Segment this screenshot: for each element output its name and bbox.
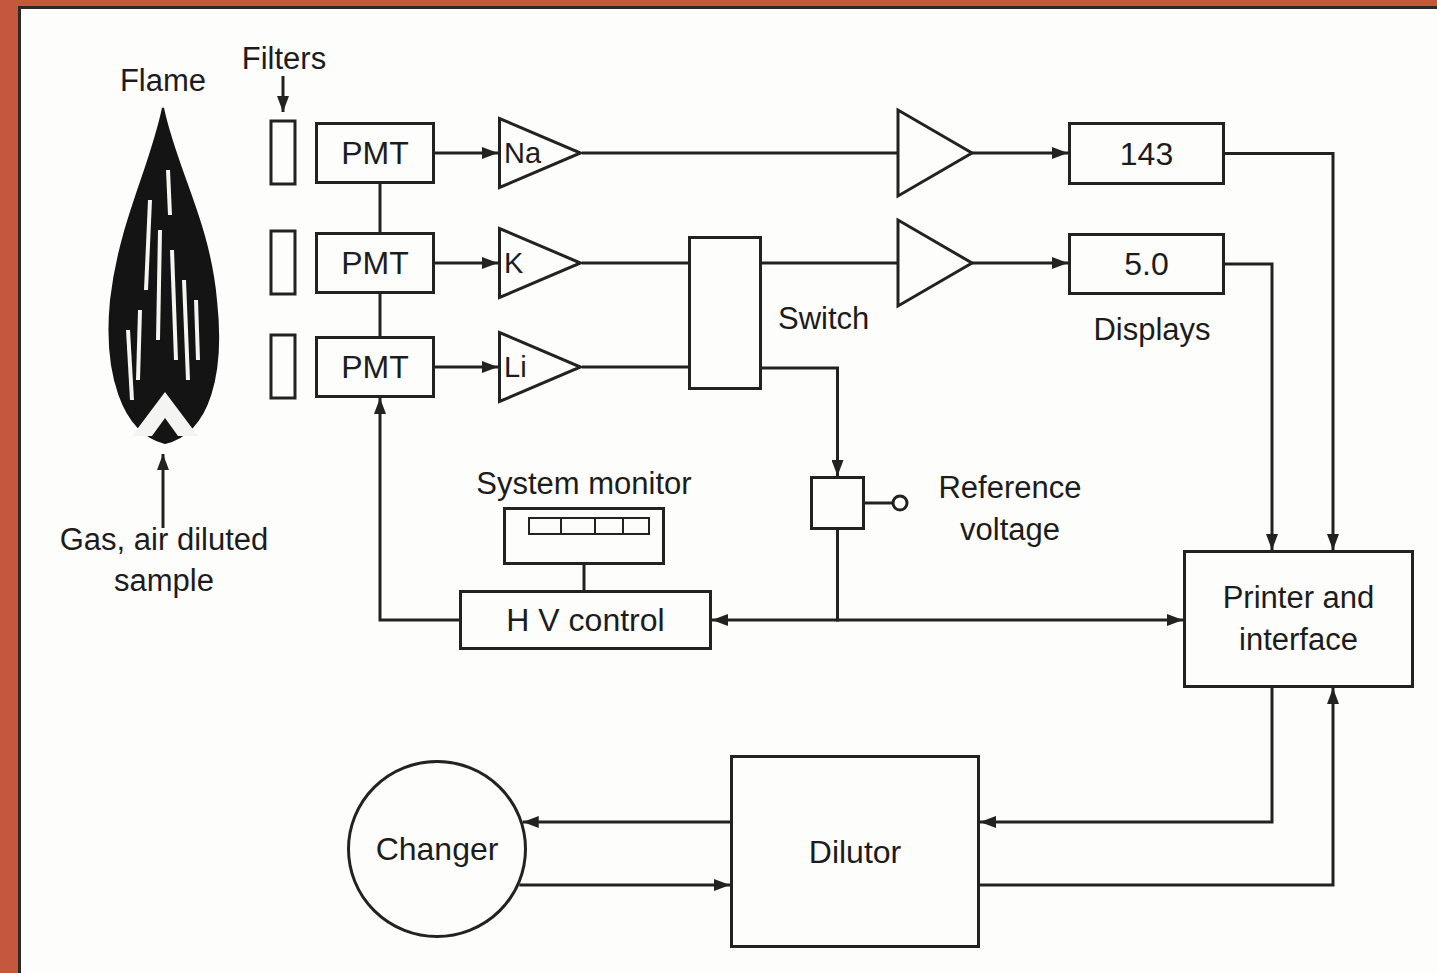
- signal-connector: [582, 366, 688, 369]
- display-box: 143: [1068, 122, 1225, 185]
- node-text: Switch: [778, 299, 869, 339]
- signal-connector: [379, 184, 382, 232]
- monitor-segment: [622, 519, 624, 533]
- node-text: System monitor: [474, 464, 694, 504]
- monitor-box: System monitor: [503, 507, 665, 565]
- detector-box: PMT: [315, 122, 435, 184]
- reference-terminal: [865, 496, 907, 510]
- amplifier-triangle: Na: [498, 117, 582, 189]
- reference-box: Reference voltage: [810, 476, 865, 530]
- signal-connector: [435, 152, 498, 155]
- node-text: Reference voltage: [921, 467, 1099, 551]
- dilutor-box: Dilutor: [730, 755, 980, 948]
- signal-connector: [980, 688, 1272, 822]
- signal-connector: [1225, 154, 1333, 551]
- signal-connector: [582, 152, 1068, 155]
- detector-box: PMT: [315, 336, 435, 398]
- node-text: Dilutor: [809, 832, 901, 872]
- gas-feed-arrow: [162, 454, 165, 528]
- detector-box: PMT: [315, 232, 435, 294]
- signal-connector: [980, 688, 1333, 885]
- signal-connector: [582, 262, 688, 265]
- node-text: Na: [504, 133, 541, 173]
- signal-connector: [583, 565, 586, 590]
- node-text: PMT: [341, 347, 409, 387]
- node-text: PMT: [341, 243, 409, 283]
- signal-connector: [523, 821, 730, 824]
- filters-leader: [282, 76, 285, 112]
- annotation-label: Gas, air diluted sample: [38, 519, 290, 601]
- switch-box: Switch: [688, 236, 762, 390]
- display-box: 5.0: [1068, 233, 1225, 295]
- amplifier-outline: [500, 119, 581, 188]
- signal-connector: [712, 530, 838, 620]
- changer-outline: [349, 762, 526, 937]
- amplifier-triangle: K: [498, 227, 582, 299]
- signal-connector: [762, 368, 838, 476]
- printer-box: Printer and interface: [1183, 550, 1414, 688]
- node-text: Changer: [376, 829, 499, 869]
- signal-connector: [1225, 264, 1272, 550]
- monitor-panel: [528, 517, 650, 535]
- signal-connector: [435, 262, 498, 265]
- node-text: K: [504, 243, 523, 283]
- optical-filter: [271, 121, 295, 398]
- annotation-label: Filters: [232, 38, 336, 79]
- flame-drawing: [110, 108, 219, 443]
- node-text: Li: [504, 347, 527, 387]
- annotation-label: Flame: [108, 60, 218, 101]
- signal-connector: [519, 884, 730, 887]
- annotation-label: Displays: [1072, 309, 1232, 350]
- amplifier-outline: [500, 229, 581, 298]
- changer-circle: Changer: [347, 760, 527, 938]
- output-amplifier: [898, 110, 972, 306]
- signal-connector: [380, 398, 459, 620]
- node-text: PMT: [341, 133, 409, 173]
- monitor-segment: [560, 519, 562, 533]
- amplifier-triangle: Li: [498, 331, 582, 403]
- node-text: 143: [1120, 134, 1173, 174]
- node-text: Printer and interface: [1198, 577, 1399, 661]
- amplifier-outline: [500, 333, 581, 402]
- control-box: H V control: [459, 590, 712, 650]
- node-text: 5.0: [1124, 244, 1168, 284]
- monitor-segment: [594, 519, 596, 533]
- node-text: H V control: [506, 600, 664, 640]
- signal-connector: [379, 294, 382, 336]
- signal-connector: [435, 366, 498, 369]
